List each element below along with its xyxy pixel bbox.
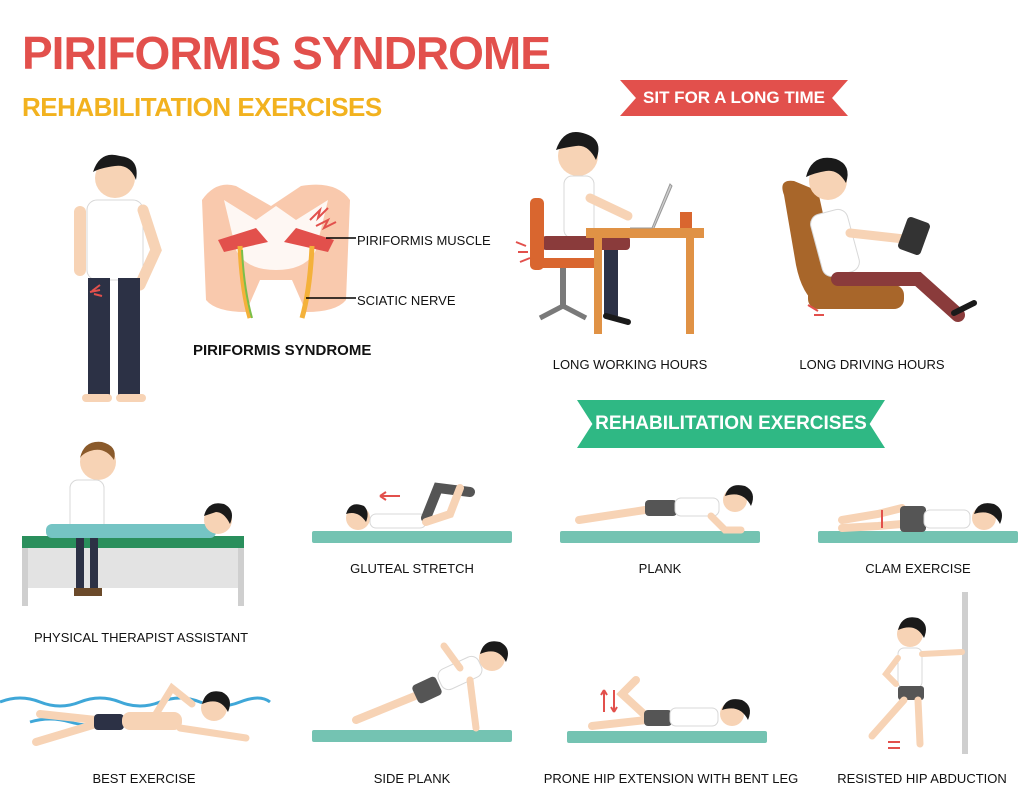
prone-hip-extension-caption: PRONE HIP EXTENSION WITH BENT LEG bbox=[543, 771, 799, 786]
page-subtitle: REHABILITATION EXERCISES bbox=[22, 92, 382, 122]
gluteal-stretch-mat bbox=[312, 531, 512, 543]
long-driving-hours-caption: LONG DRIVING HOURS bbox=[799, 357, 945, 372]
piriformis-muscle-label: PIRIFORMIS MUSCLE bbox=[357, 233, 491, 248]
best-exercise-caption: BEST EXERCISE bbox=[92, 771, 196, 786]
prone-hip-mat bbox=[567, 731, 767, 743]
therapist-caption: PHYSICAL THERAPIST ASSISTANT bbox=[34, 630, 249, 645]
hip-abduction-caption: RESISTED HIP ABDUCTION bbox=[837, 771, 1007, 786]
long-working-hours-caption: LONG WORKING HOURS bbox=[552, 357, 708, 372]
working-man-illustration bbox=[515, 132, 704, 334]
plank-caption: PLANK bbox=[638, 561, 682, 576]
swimming-illustration bbox=[0, 682, 271, 746]
diagram-caption: PIRIFORMIS SYNDROME bbox=[193, 342, 372, 359]
clam-exercise-caption: CLAM EXERCISE bbox=[865, 561, 971, 576]
page-title: PIRIFORMIS SYNDROME bbox=[22, 27, 551, 79]
driving-man-illustration bbox=[782, 157, 977, 322]
gluteal-stretch-illustration bbox=[346, 482, 475, 530]
therapist-illustration bbox=[22, 441, 244, 606]
side-plank-caption: SIDE PLANK bbox=[373, 771, 451, 786]
sciatic-nerve-label: SCIATIC NERVE bbox=[357, 293, 456, 308]
standing-man-illustration bbox=[74, 154, 162, 402]
gluteal-stretch-caption: GLUTEAL STRETCH bbox=[350, 561, 474, 576]
pelvis-diagram bbox=[202, 184, 356, 319]
prone-hip-extension-illustration bbox=[588, 676, 750, 730]
side-plank-illustration bbox=[352, 641, 508, 732]
rehab-exercises-ribbon: REHABILITATION EXERCISES bbox=[577, 400, 885, 448]
clam-exercise-illustration bbox=[838, 503, 1002, 532]
side-plank-mat bbox=[312, 730, 512, 742]
clam-exercise-mat bbox=[818, 531, 1018, 543]
hip-abduction-illustration bbox=[868, 592, 968, 754]
sit-long-time-ribbon: SIT FOR A LONG TIME bbox=[620, 80, 848, 116]
plank-mat bbox=[560, 531, 760, 543]
plank-illustration bbox=[575, 485, 753, 534]
